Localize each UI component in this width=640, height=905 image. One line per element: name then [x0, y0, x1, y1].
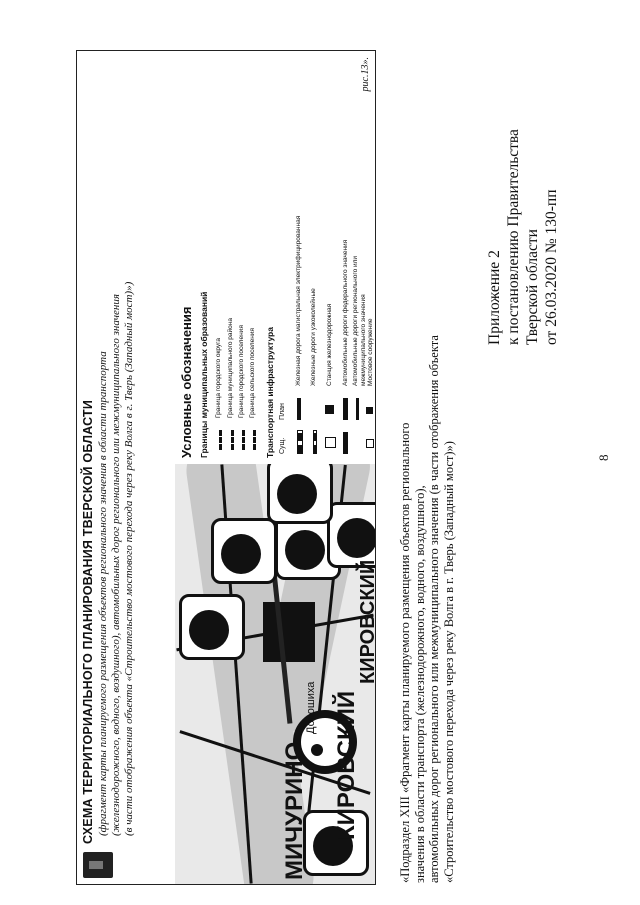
appendix-line: к постановлению Правительства	[505, 129, 522, 345]
legend-section: Границы муниципальных образований	[199, 291, 209, 458]
map-label-michurino: МИЧУРИНО	[281, 741, 308, 880]
legend-swatch	[242, 430, 248, 450]
legend-swatch	[253, 430, 259, 450]
map-figure: СХЕМА ТЕРРИТОРИАЛЬНОГО ПЛАНИРОВАНИЯ ТВЕР…	[76, 50, 376, 885]
legend-column-existing: Сущ.	[279, 437, 286, 454]
legend-swatch	[356, 398, 359, 420]
appendix-line: Приложение 2	[486, 250, 503, 345]
legend-item: Граница сельского поселения	[249, 328, 256, 418]
legend-swatch	[231, 430, 237, 450]
legend-item: Автомобильные дороги регионального или	[352, 255, 359, 386]
legend-swatch	[313, 430, 317, 454]
legend-swatch	[343, 432, 348, 454]
map-legend: Условные обозначения Границы муниципальн…	[175, 51, 375, 464]
figure-number: рис.13».	[360, 57, 371, 92]
legend-swatch	[297, 398, 301, 420]
legend-item: Граница городского округа	[215, 338, 222, 418]
intro-line: автомобильных дорог регионального или ме…	[427, 335, 441, 883]
figure-subtitle-line: (в части отображения объекта «Строительс…	[123, 281, 135, 836]
map-label-doroshikha: Дорошиха	[305, 681, 317, 734]
figure-subtitle: (фрагмент карты планируемого размещения …	[97, 282, 136, 836]
map-marker	[267, 464, 333, 524]
appendix-line: Тверской области	[524, 229, 541, 345]
legend-swatch	[343, 398, 348, 420]
bridge-block	[263, 602, 315, 662]
appendix-header: Приложение 2 к постановлению Правительст…	[485, 15, 561, 345]
legend-item: Автомобильные дороги федерального значен…	[342, 239, 349, 386]
page-number: 8	[596, 454, 611, 462]
legend-item: Железная дорога магистральная электрифиц…	[295, 215, 302, 386]
legend-swatch	[325, 437, 336, 448]
legend-item: Мостовое сооружение	[367, 318, 374, 386]
legend-item: Железные дороги узкоколейные	[310, 288, 317, 386]
legend-swatch	[325, 405, 334, 414]
legend-item: межмуниципального значения	[360, 294, 367, 386]
legend-item: Станция железнодорожная	[326, 303, 333, 386]
map-label-kirovsky: КИРОВСКИЙ	[333, 690, 360, 840]
legend-title: Условные обозначения	[179, 306, 194, 458]
map-marker	[211, 518, 277, 584]
map-fragment: МИЧУРИНО Дорошиха КИРОВСКИЙ КИРОВСКИЙ	[175, 464, 375, 884]
legend-item: Граница городского поселения	[238, 325, 245, 418]
intro-line: значения в области транспорта (железнодо…	[412, 485, 427, 883]
legend-swatch	[219, 430, 225, 450]
appendix-line: от 26.03.2020 № 130-пп	[543, 189, 560, 345]
legend-section: Транспортная инфраструктура	[265, 327, 275, 458]
figure-title: СХЕМА ТЕРРИТОРИАЛЬНОГО ПЛАНИРОВАНИЯ ТВЕР…	[81, 399, 95, 844]
legend-swatch	[366, 439, 374, 448]
map-marker	[327, 502, 375, 568]
legend-item: Граница муниципального района	[227, 318, 234, 418]
intro-line: «Подраздел XIII «Фрагмент карты планируе…	[398, 422, 412, 883]
figure-header: СХЕМА ТЕРРИТОРИАЛЬНОГО ПЛАНИРОВАНИЯ ТВЕР…	[77, 51, 175, 884]
legend-column-planned: План	[279, 403, 286, 420]
intro-line: «Строительство мостового перехода через …	[441, 441, 456, 883]
figure-subtitle-line: (фрагмент карты планируемого размещения …	[97, 351, 109, 836]
coat-of-arms-icon	[83, 852, 113, 878]
map-label-kirovsky: КИРОВСКИЙ	[357, 559, 375, 684]
legend-swatch	[297, 430, 303, 454]
figure-subtitle-line: (железнодорожного, водного, воздушного),…	[110, 294, 122, 836]
subsection-intro: «Подраздел XIII «Фрагмент карты планируе…	[398, 33, 456, 883]
map-marker	[179, 594, 245, 660]
legend-swatch	[366, 407, 373, 414]
